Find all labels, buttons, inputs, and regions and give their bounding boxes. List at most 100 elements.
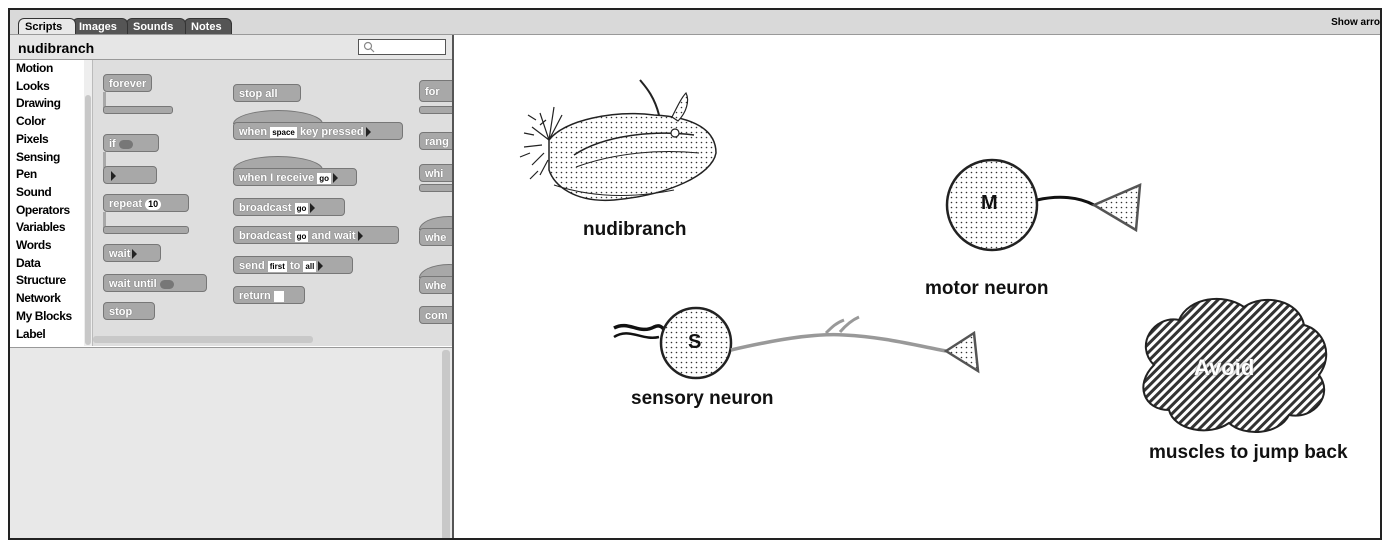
block-label: wait (109, 248, 131, 260)
block-while-cut[interactable]: whi (419, 164, 452, 182)
block-stop-all[interactable]: stop all (233, 84, 301, 102)
scripts-area[interactable] (10, 347, 452, 538)
block-when-cut-1[interactable]: whe (419, 228, 452, 246)
tab-images[interactable]: Images (72, 18, 128, 34)
cloud-text: Avoid (1194, 355, 1255, 380)
category-looks[interactable]: Looks (16, 78, 50, 93)
category-network[interactable]: Network (16, 291, 61, 306)
block-label: whe (425, 232, 447, 244)
block-when-key-pressed[interactable]: when space key pressed (233, 122, 403, 140)
key-dropdown[interactable]: space (270, 126, 297, 138)
category-words[interactable]: Words (16, 238, 52, 253)
tab-sounds[interactable]: Sounds (126, 18, 186, 34)
avoid-cloud-sprite[interactable] (1142, 297, 1328, 434)
message-dropdown[interactable]: go (294, 230, 309, 242)
scripts-vertical-scrollbar[interactable] (442, 350, 450, 538)
send-item-input[interactable]: first (267, 260, 287, 272)
block-broadcast-and-wait[interactable]: broadcast go and wait (233, 226, 399, 244)
send-target-dropdown[interactable]: all (303, 260, 317, 272)
sensory-neuron-sprite[interactable] (613, 306, 980, 380)
category-pixels[interactable]: Pixels (16, 131, 49, 146)
expand-arrow-icon[interactable] (318, 261, 324, 272)
block-else-bar[interactable] (103, 166, 157, 184)
category-drawing[interactable]: Drawing (16, 96, 61, 111)
sensory-neuron-letter: S (688, 331, 702, 353)
block-label: stop all (239, 88, 278, 100)
block-if[interactable]: if (103, 134, 159, 152)
app-window: Notes Sounds Images Scripts Show arro nu… (8, 8, 1382, 540)
category-variables[interactable]: Variables (16, 220, 66, 235)
block-when-cut-2[interactable]: whe (419, 276, 452, 294)
stage[interactable]: nudibranch M motor neuron S sensory neur… (454, 35, 1380, 538)
sprite-name: nudibranch (18, 40, 95, 56)
block-label: key pressed (299, 126, 364, 138)
pane-divider[interactable] (452, 35, 454, 538)
block-label: stop (109, 306, 133, 318)
block-repeat[interactable]: repeat 10 (103, 194, 189, 212)
category-pen[interactable]: Pen (16, 167, 37, 182)
nudibranch-sprite[interactable] (519, 79, 717, 202)
block-stop[interactable]: stop (103, 302, 155, 320)
block-when-i-receive[interactable]: when I receive go (233, 168, 357, 186)
motor-neuron-sprite[interactable] (945, 158, 1142, 252)
category-structure[interactable]: Structure (16, 273, 66, 288)
repeat-count-input[interactable]: 10 (145, 198, 162, 210)
condition-slot[interactable] (118, 139, 133, 149)
block-wait[interactable]: wait (103, 244, 161, 262)
block-wait-until[interactable]: wait until (103, 274, 207, 292)
category-color[interactable]: Color (16, 114, 46, 129)
block-label: return (239, 290, 271, 302)
block-label: forever (109, 78, 147, 90)
block-label: for (425, 86, 440, 98)
category-my-blocks[interactable]: My Blocks (16, 308, 72, 323)
block-label: send (239, 260, 265, 272)
expand-arrow-icon[interactable] (111, 171, 116, 182)
expand-arrow-icon[interactable] (333, 173, 339, 184)
message-dropdown[interactable]: go (294, 202, 309, 214)
category-sensing[interactable]: Sensing (16, 149, 60, 164)
tab-notes[interactable]: Notes (184, 18, 232, 34)
block-label: and wait (311, 230, 356, 242)
block-return[interactable]: return (233, 286, 305, 304)
tab-bar: Notes Sounds Images Scripts Show arro (10, 10, 1380, 35)
category-motion[interactable]: Motion (16, 61, 53, 75)
category-operators[interactable]: Operators (16, 202, 70, 217)
category-list: Motion Looks Drawing Color Pixels Sensin… (10, 60, 85, 346)
muscles-label: muscles to jump back (1149, 442, 1348, 463)
show-arrows-toggle[interactable]: Show arro (1331, 17, 1380, 28)
search-input[interactable] (358, 39, 446, 55)
block-label: if (109, 138, 116, 150)
category-scrollbar[interactable] (84, 60, 93, 346)
block-forever[interactable]: forever (103, 74, 153, 92)
block-label: com (425, 310, 448, 322)
block-label: whi (425, 168, 444, 180)
block-label: rang (425, 136, 449, 148)
tab-scripts[interactable]: Scripts (18, 18, 76, 34)
expand-arrow-icon[interactable] (132, 249, 138, 260)
expand-arrow-icon[interactable] (365, 127, 371, 138)
block-send[interactable]: send first to all (233, 256, 353, 274)
block-label: whe (425, 280, 447, 292)
nudibranch-label: nudibranch (583, 219, 687, 240)
block-label: broadcast (239, 202, 292, 214)
search-icon (363, 41, 375, 53)
sensory-neuron-label: sensory neuron (631, 388, 774, 409)
block-range-cut[interactable]: rang (419, 132, 452, 150)
block-label: when I receive (239, 172, 315, 184)
condition-slot[interactable] (159, 279, 174, 289)
block-label: wait until (109, 278, 157, 290)
motor-neuron-letter: M (981, 192, 998, 214)
block-broadcast[interactable]: broadcast go (233, 198, 345, 216)
category-sound[interactable]: Sound (16, 184, 52, 199)
stage-canvas (519, 79, 1328, 434)
expand-arrow-icon[interactable] (357, 231, 363, 242)
palette-horizontal-scrollbar[interactable] (93, 336, 313, 343)
block-for-cut[interactable]: for (419, 80, 452, 102)
block-com-cut[interactable]: com (419, 306, 452, 324)
return-value-slot[interactable] (273, 290, 284, 302)
category-label[interactable]: Label (16, 326, 46, 341)
motor-neuron-label: motor neuron (925, 278, 1049, 299)
message-dropdown[interactable]: go (317, 172, 332, 184)
expand-arrow-icon[interactable] (310, 203, 316, 214)
category-data[interactable]: Data (16, 255, 41, 270)
